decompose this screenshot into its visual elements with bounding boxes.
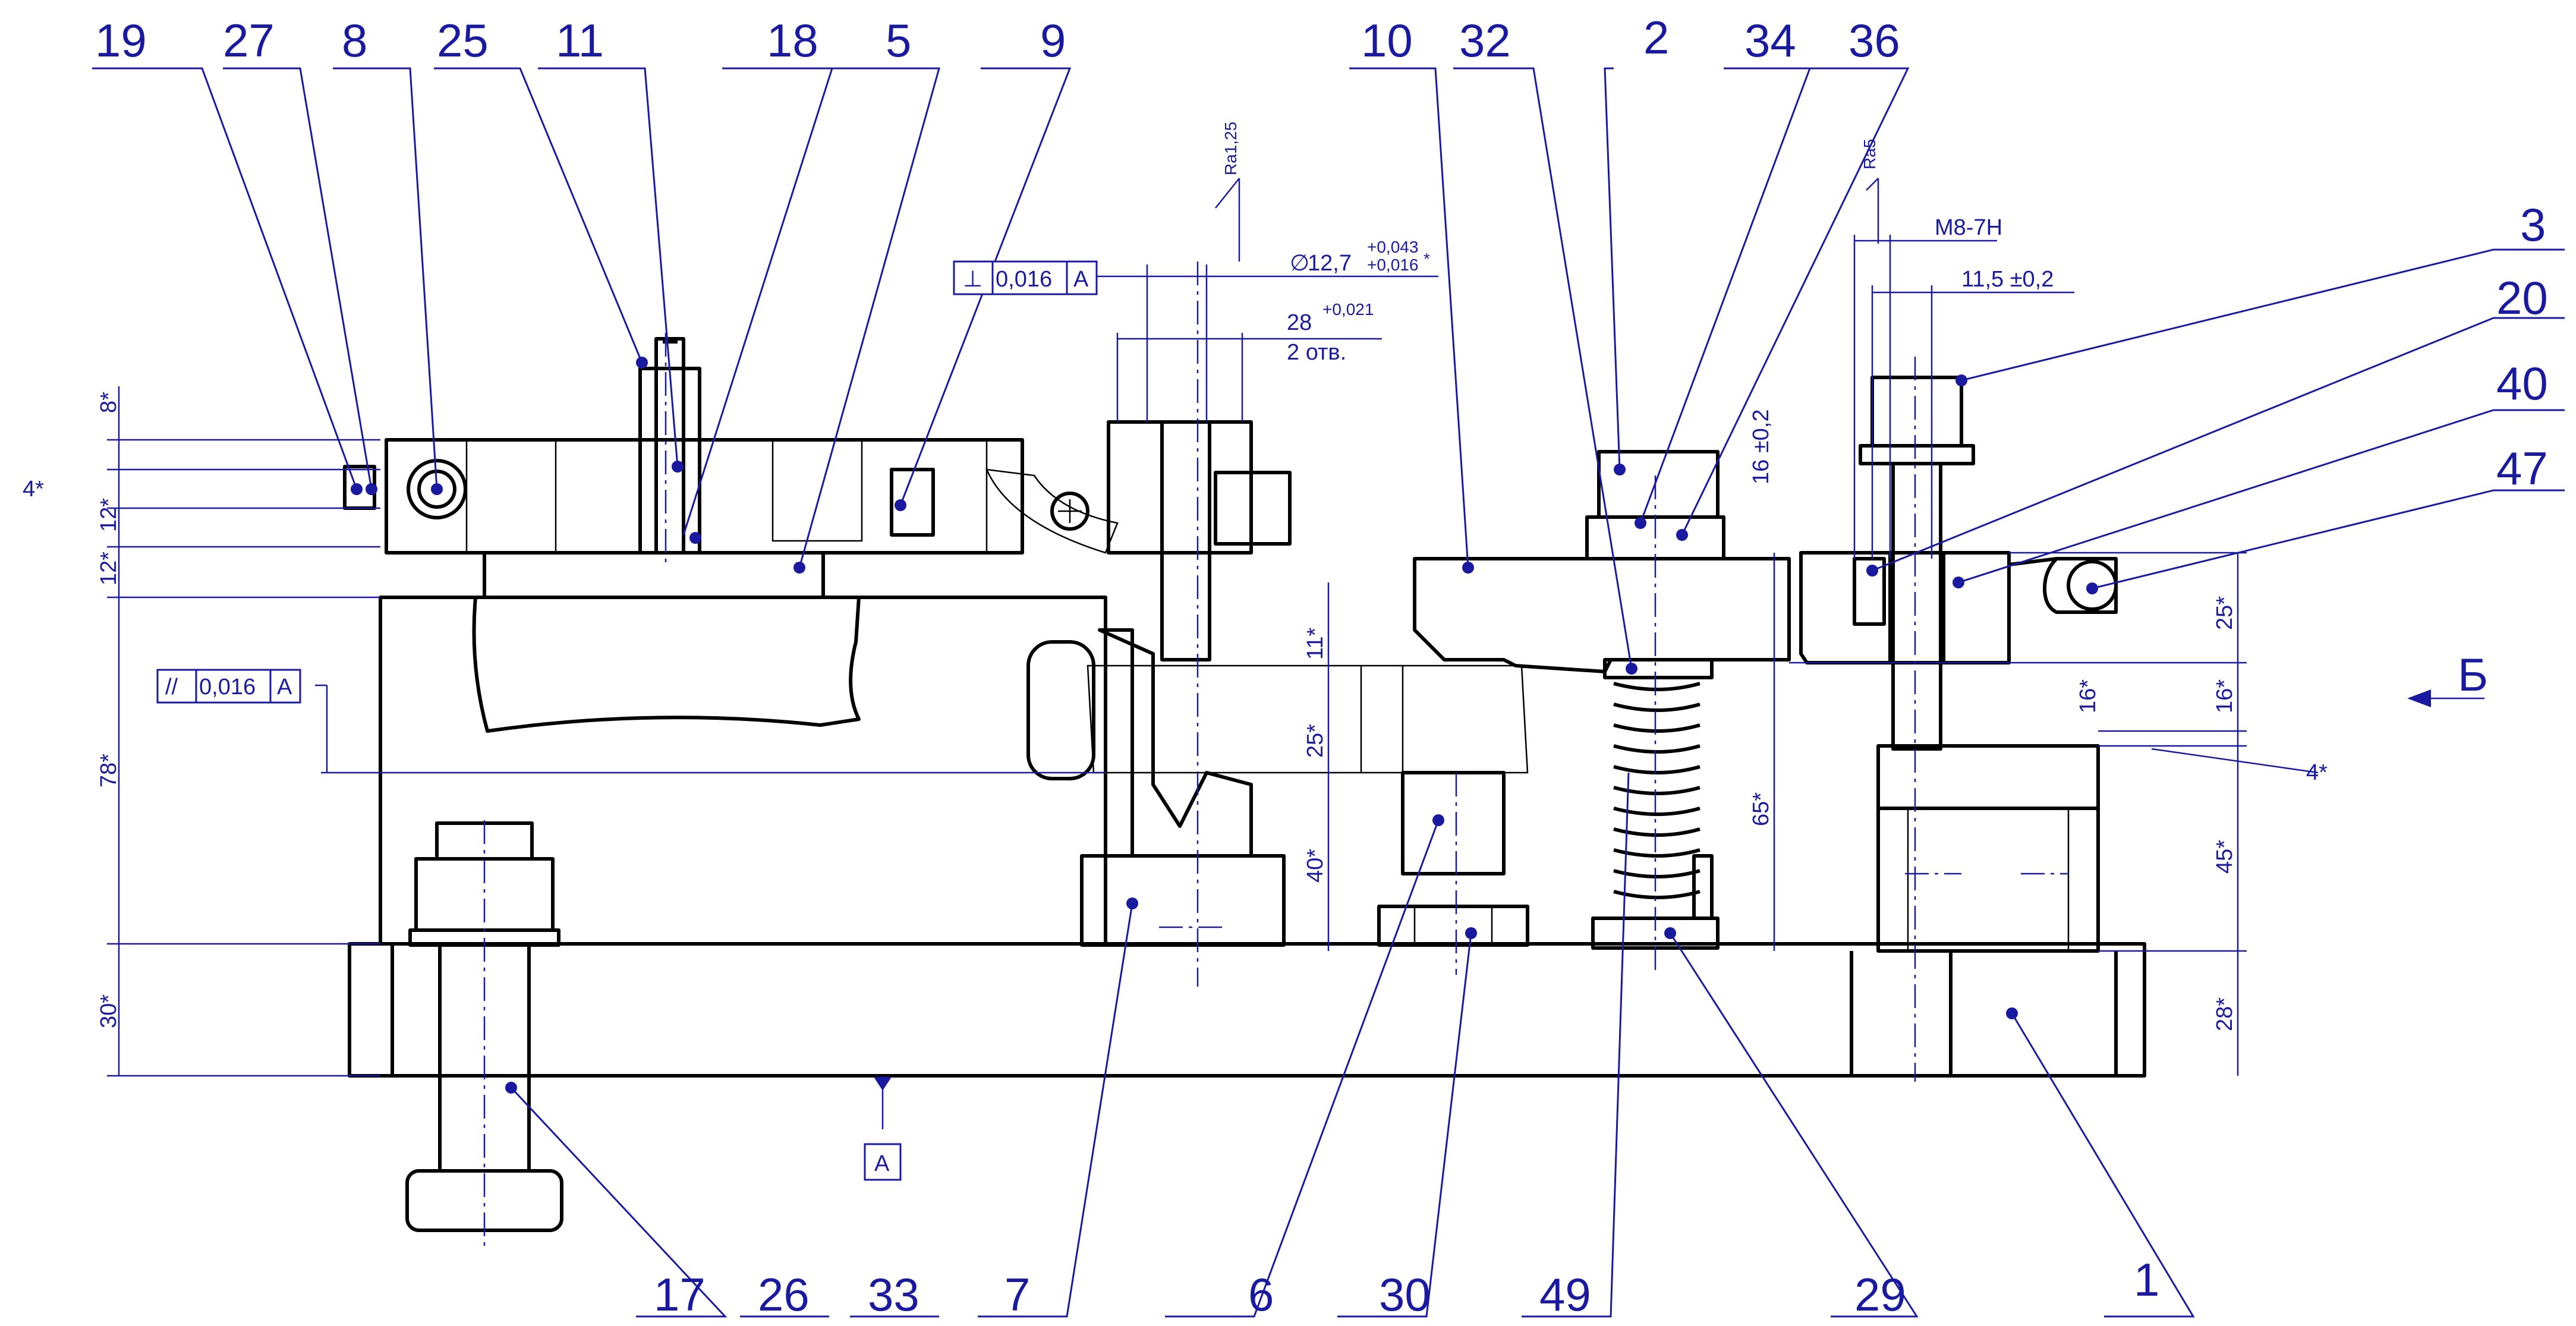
- perp-value: 0,016: [996, 267, 1052, 292]
- clamp-bolt: [1799, 376, 2118, 751]
- pos-3: 3: [2520, 199, 2546, 251]
- thread-depth: 11,5 ±0,2: [1961, 267, 2054, 292]
- pos-8: 8: [342, 14, 367, 67]
- pos-32: 32: [1459, 14, 1511, 67]
- leader-dots: [351, 357, 2098, 1094]
- pos-2: 2: [1643, 11, 1669, 64]
- dim-45: 45*: [2212, 840, 2237, 874]
- dim-12b: 12*: [96, 552, 121, 585]
- pos-5: 5: [886, 14, 911, 67]
- dim-16-tol: 16 ±0,2: [1749, 409, 1774, 484]
- housing-body: [343, 337, 1119, 946]
- perpendicularity-frame: ⊥ 0,016 A: [953, 260, 1098, 295]
- dim-12a: 12*: [96, 498, 121, 532]
- pos-18: 18: [767, 14, 818, 67]
- perp-symbol: ⊥: [963, 267, 982, 292]
- dim-28: 28*: [2212, 997, 2237, 1031]
- dim-78: 78*: [96, 754, 121, 788]
- pos-1: 1: [2134, 1253, 2159, 1306]
- dim-16a: 16*: [2076, 679, 2101, 713]
- hole-tol-lower: +0,016: [1367, 256, 1418, 274]
- dim-40: 40*: [1303, 849, 1328, 883]
- spring: [1591, 682, 1720, 950]
- dim-16b: 16*: [2212, 679, 2237, 713]
- leader-lines: [92, 67, 2565, 1318]
- bore-count: 2 отв.: [1287, 340, 1346, 365]
- pos-7: 7: [1004, 1268, 1030, 1321]
- dim-25-bushing: 25*: [1303, 724, 1328, 758]
- pos-47: 47: [2496, 442, 2548, 495]
- hole-dia: 12,7: [1308, 251, 1352, 276]
- dim-25-right: 25*: [2212, 596, 2237, 630]
- view-arrow: Б: [2407, 648, 2488, 707]
- center-lines: [483, 262, 2068, 1248]
- par-symbol: //: [165, 675, 178, 700]
- perp-datum: A: [1073, 267, 1089, 292]
- pos-6: 6: [1248, 1268, 1274, 1321]
- dim-4-right: 4*: [2306, 760, 2328, 785]
- hole-dia-symbol: ∅: [1290, 251, 1309, 276]
- pos-26: 26: [758, 1268, 810, 1321]
- roughness-2: Ra5: [1860, 139, 1879, 169]
- dim-4: 4*: [23, 477, 44, 502]
- jig-bushing: [1026, 420, 1529, 947]
- roughness-1: Ra1,25: [1221, 122, 1240, 175]
- dim-30: 30*: [96, 994, 121, 1028]
- dim-65: 65*: [1749, 792, 1774, 826]
- pos-49: 49: [1539, 1268, 1591, 1321]
- pos-25: 25: [437, 14, 489, 67]
- pos-19: 19: [95, 14, 147, 67]
- hole-tol-upper: +0,043: [1367, 238, 1418, 256]
- datum-a-marker: A: [864, 1077, 902, 1181]
- par-datum: A: [277, 675, 292, 700]
- pos-17: 17: [654, 1268, 706, 1321]
- dim-8: 8*: [96, 392, 121, 413]
- pos-29: 29: [1854, 1268, 1906, 1321]
- pos-9: 9: [1040, 14, 1066, 67]
- pos-20: 20: [2496, 272, 2548, 324]
- bore-tol: +0,021: [1322, 300, 1374, 319]
- callouts: ∅ 12,7 +0,043 +0,016 * 28 +0,021 2 отв. …: [156, 122, 2488, 1181]
- hole-tol-star: *: [1424, 250, 1430, 268]
- position-numbers: 19 27 8 25 11 18 5 9 10 32 2 34 36 3 20 …: [95, 11, 2548, 1321]
- parallelism-frame: // 0,016 A: [156, 669, 301, 704]
- pos-30: 30: [1379, 1268, 1431, 1321]
- datum-label: A: [874, 1151, 890, 1176]
- pos-36: 36: [1848, 14, 1900, 67]
- par-value: 0,016: [199, 675, 256, 700]
- pos-34: 34: [1744, 14, 1796, 67]
- dim-11: 11*: [1303, 628, 1328, 660]
- dimension-texts: 8* 4* 12* 12* 78* 30* 11* 25* 40* 65* 16…: [23, 392, 2328, 1031]
- view-label: Б: [2458, 648, 2488, 701]
- bore-size: 28: [1287, 310, 1312, 335]
- pos-33: 33: [868, 1268, 919, 1321]
- pos-10: 10: [1361, 14, 1413, 67]
- dimension-lines: [107, 178, 2484, 1129]
- thread-spec: M8-7H: [1935, 215, 2002, 240]
- pos-11: 11: [556, 14, 604, 67]
- support-pin: [1377, 771, 1529, 947]
- pos-40: 40: [2496, 357, 2548, 410]
- base-plate: [348, 942, 2146, 1078]
- pos-27: 27: [223, 14, 275, 67]
- right-post: [1876, 744, 2100, 953]
